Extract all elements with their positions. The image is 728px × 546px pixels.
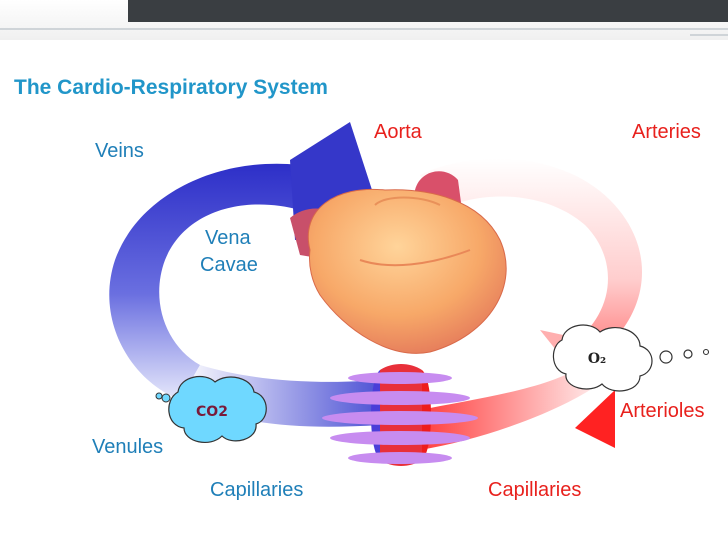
bubble: [659, 350, 673, 364]
o2-text: O₂: [588, 351, 606, 367]
heart-illustration: [290, 171, 507, 354]
capillary-band: [330, 391, 470, 405]
oxygen-bubbles: [659, 348, 710, 364]
capillary-band: [348, 372, 452, 384]
slide-title: The Cardio-Respiratory System: [14, 76, 328, 99]
bubble: [683, 349, 693, 359]
label-aorta: Aorta: [374, 121, 422, 143]
label-venules: Venules: [92, 436, 164, 458]
co2-cloud: CO2: [155, 375, 267, 444]
header-divider-line: [0, 28, 728, 30]
capillary-bed: [322, 364, 478, 466]
capillary-band: [348, 452, 452, 464]
label-cavae: Cavae: [200, 254, 258, 276]
header-accent-line: [690, 34, 728, 36]
slide-header-bar: [0, 0, 728, 40]
bubble: [702, 348, 710, 356]
label-capillaries-arterial: Capillaries: [488, 479, 582, 501]
o2-cloud: O₂: [552, 324, 653, 392]
label-vena: Vena: [205, 227, 251, 249]
label-veins: Veins: [95, 140, 144, 162]
capillary-band: [330, 431, 470, 445]
co2-text: CO2: [196, 404, 228, 420]
label-arterioles: Arterioles: [620, 400, 705, 422]
label-arteries: Arteries: [632, 121, 701, 143]
label-capillaries-venous: Capillaries: [210, 479, 304, 501]
capillary-band: [322, 411, 478, 425]
header-dark-band: [128, 0, 728, 22]
